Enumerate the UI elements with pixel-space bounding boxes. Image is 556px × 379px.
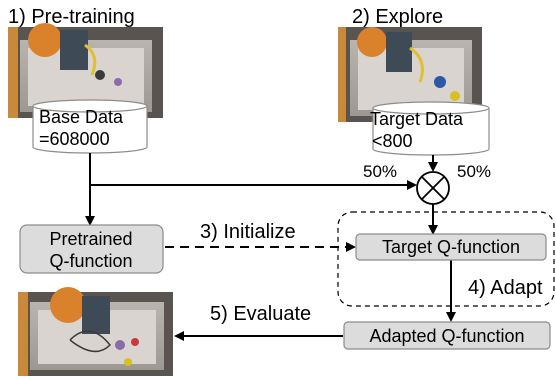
mixer-node [416,171,450,205]
connector-lines [85,153,456,341]
step-evaluate-label: 5) Evaluate [210,303,311,325]
pretrained-q-label-line2: Q-function [49,251,132,271]
adapted-q-label: Adapted Q-function [369,326,524,346]
adaptation-region [337,211,555,307]
step-initialize-label: 3) Initialize [200,221,296,243]
target-q-label: Target Q-function [382,237,520,257]
target-data-label: Target Data [370,109,464,129]
step-explore-label: 2) Explore [352,6,443,28]
base-data-cylinder [32,99,148,154]
target-data-cylinder [372,101,490,156]
mix-left-pct: 50% [363,162,397,181]
step-adapt-label: 4) Adapt [468,277,543,299]
step-pretraining-label: 1) Pre-training [8,6,135,28]
pretrained-q-label-line1: Pretrained [49,229,132,249]
target-data-count: <800 [372,131,413,151]
pretrained-q-box [19,224,164,274]
robot-photo-pretraining [8,23,163,118]
adapted-q-box [343,321,551,350]
target-q-box [355,233,547,261]
base-data-label: Base Data [39,107,124,127]
robot-photo-evaluate [18,287,173,376]
mix-right-pct: 50% [457,162,491,181]
base-data-count: =608000 [39,129,110,149]
